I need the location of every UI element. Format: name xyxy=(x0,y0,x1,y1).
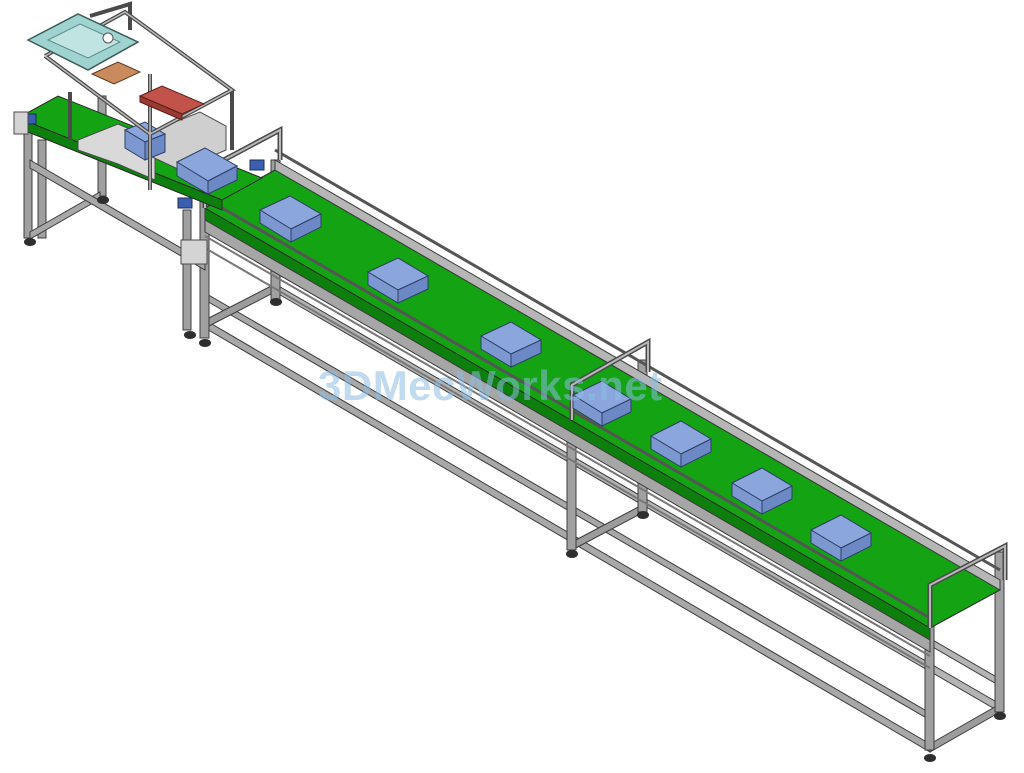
main-lower-frame xyxy=(204,258,1001,753)
box xyxy=(730,467,794,515)
arch-right-hl xyxy=(929,544,1006,628)
box xyxy=(366,257,430,304)
gantry-upper-rail xyxy=(89,1,132,30)
copper-plate xyxy=(90,61,142,85)
leg xyxy=(37,139,47,239)
belt-clamp xyxy=(249,159,265,171)
foot xyxy=(924,754,936,762)
belt-clamp xyxy=(177,197,193,209)
glass-cover-hole xyxy=(102,32,114,44)
foot xyxy=(199,339,211,347)
leg xyxy=(994,551,1005,713)
belt-side xyxy=(204,207,931,641)
infeed-station xyxy=(13,1,265,331)
guide-rail xyxy=(274,148,1001,572)
red-actuator-side xyxy=(139,95,183,121)
box xyxy=(649,420,713,468)
foot xyxy=(637,511,649,519)
arch-mid-hl xyxy=(571,340,649,420)
mount-bracket xyxy=(180,239,208,265)
box xyxy=(571,380,633,427)
foot xyxy=(184,331,196,339)
foot xyxy=(270,298,282,306)
foot xyxy=(97,196,109,204)
guide-rail xyxy=(204,235,931,657)
glass-cover-inner xyxy=(46,23,122,59)
leg xyxy=(182,209,192,331)
box xyxy=(258,195,323,243)
foot xyxy=(24,238,36,246)
leveling-feet xyxy=(184,298,1006,762)
belt-side-rail-front xyxy=(204,219,931,653)
mount-bracket xyxy=(13,111,29,135)
foot xyxy=(566,550,578,558)
guide-rail xyxy=(204,247,931,669)
infeed-cross-rail xyxy=(29,159,206,271)
boxes xyxy=(258,195,873,562)
guide-rail xyxy=(204,196,931,620)
box xyxy=(479,321,543,368)
belt-side-rail-back xyxy=(274,159,1001,591)
foot xyxy=(994,712,1006,720)
cross-member-right xyxy=(929,703,1001,753)
box xyxy=(809,514,873,562)
leg xyxy=(23,127,33,239)
